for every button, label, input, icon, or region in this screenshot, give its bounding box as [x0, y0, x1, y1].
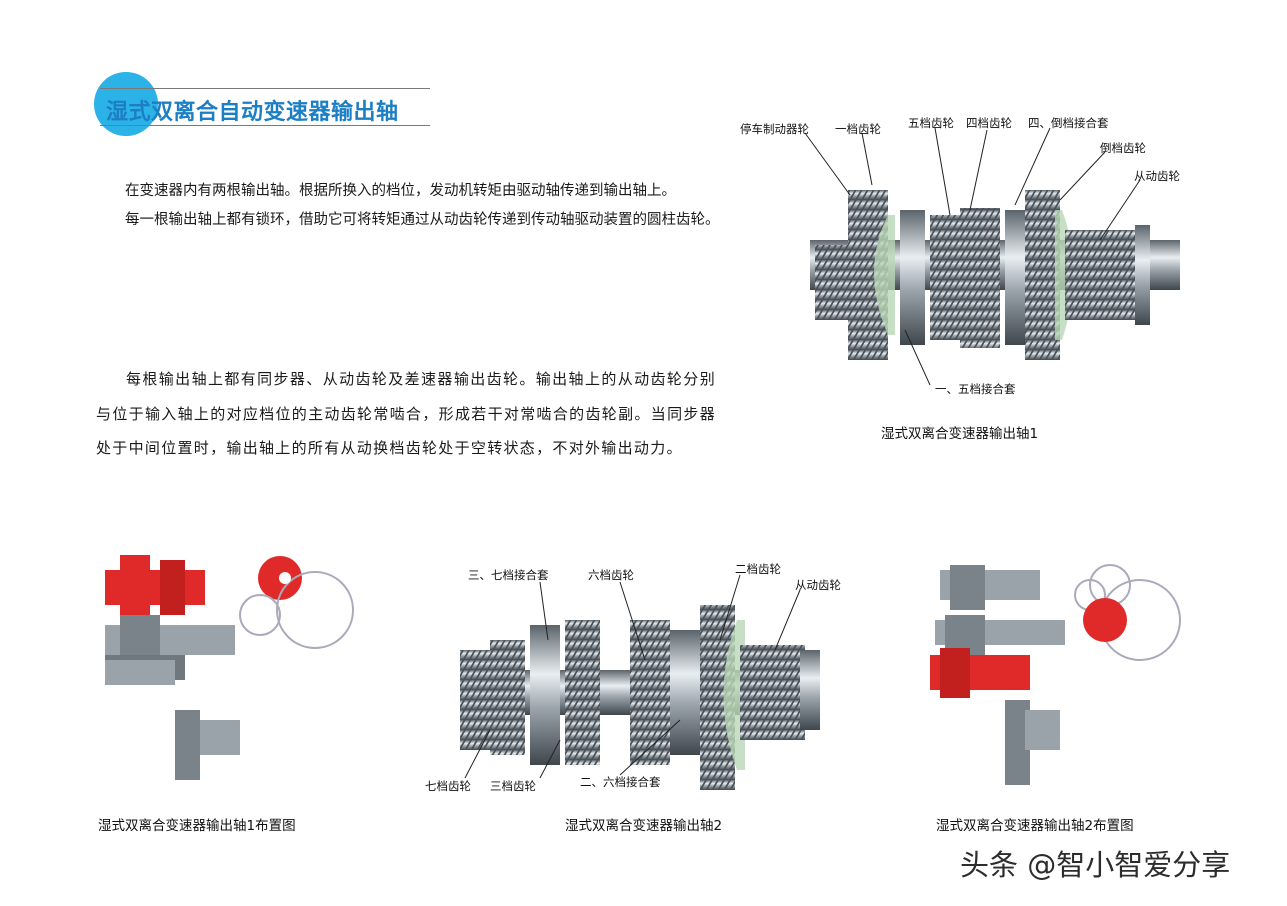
title-rule	[100, 88, 430, 126]
label-gear-4: 四档齿轮	[966, 116, 1012, 130]
output-shaft-1-layout-diagram	[105, 555, 354, 780]
detail-paragraph: 每根输出轴上都有同步器、从动齿轮及差速器输出齿轮。输出轴上的从动齿轮分别与位于输…	[96, 370, 716, 457]
caption-layout-1: 湿式双离合变速器输出轴1布置图	[98, 818, 296, 834]
label-gear-2: 二档齿轮	[735, 562, 781, 576]
label-sync-3-7: 三、七档接合套	[468, 568, 549, 582]
detail-text: 每根输出轴上都有同步器、从动齿轮及差速器输出齿轮。输出轴上的从动齿轮分别与位于输…	[96, 362, 716, 466]
label-gear-7: 七档齿轮	[425, 779, 471, 793]
intro-paragraph-2: 每一根输出轴上都有锁环，借助它可将转矩通过从动齿轮传递到传动轴驱动装置的圆柱齿轮…	[125, 212, 720, 228]
output-shaft-1-illustration	[810, 190, 1180, 360]
label-sync-1-5: 一、五档接合套	[935, 382, 1016, 396]
label-gear-3: 三档齿轮	[490, 779, 536, 793]
caption-output-shaft-2: 湿式双离合变速器输出轴2	[565, 818, 723, 834]
label-sync-4-reverse: 四、倒档接合套	[1028, 116, 1109, 130]
label-gear-1: 一档齿轮	[835, 122, 881, 136]
label-reverse-gear: 倒档齿轮	[1100, 141, 1146, 155]
caption-layout-2: 湿式双离合变速器输出轴2布置图	[936, 818, 1134, 834]
label-driven-gear-1: 从动齿轮	[1134, 169, 1180, 183]
intro-paragraph-1: 在变速器内有两根输出轴。根据所换入的档位，发动机转矩由驱动轴传递到输出轴上。	[125, 183, 676, 199]
label-sync-2-6: 二、六档接合套	[580, 775, 661, 789]
label-gear-6: 六档齿轮	[588, 568, 634, 582]
output-shaft-2-illustration	[460, 605, 820, 790]
label-driven-gear-2: 从动齿轮	[795, 578, 841, 592]
output-shaft-2-layout-diagram	[930, 564, 1181, 785]
label-gear-5: 五档齿轮	[908, 116, 954, 130]
label-parking-brake-gear: 停车制动器轮	[740, 122, 809, 136]
intro-text: 在变速器内有两根输出轴。根据所换入的档位，发动机转矩由驱动轴传递到输出轴上。 每…	[96, 177, 721, 235]
caption-output-shaft-1: 湿式双离合变速器输出轴1	[881, 426, 1039, 442]
watermark: 头条 @智小智爱分享	[960, 848, 1231, 882]
page-title: 湿式双离合自动变速器输出轴	[106, 100, 399, 125]
